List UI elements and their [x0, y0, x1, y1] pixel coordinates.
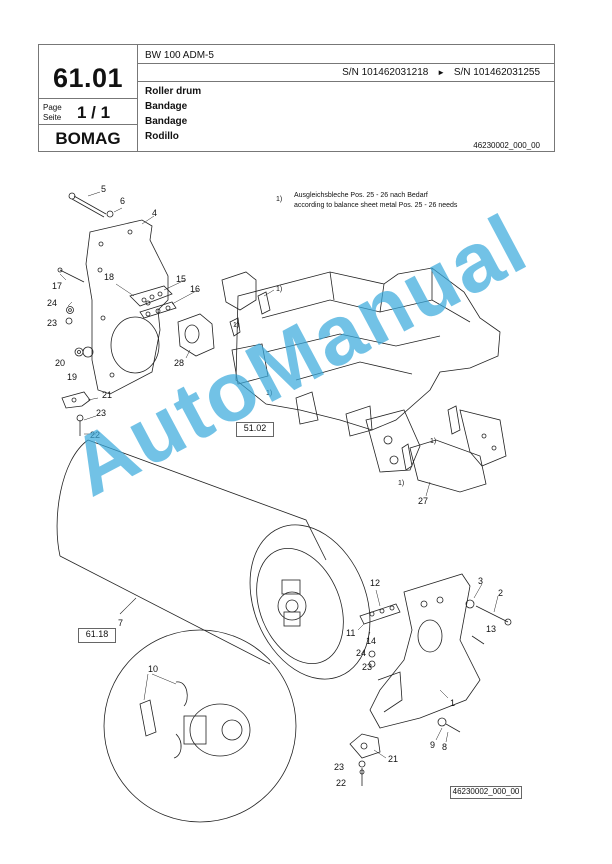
divider [137, 63, 554, 64]
shim-note-5: 1) [430, 438, 437, 445]
callout-6: 6 [120, 196, 126, 206]
callout-23b: 23 [96, 408, 107, 418]
drawing-code: 46230002_000_00 [473, 141, 540, 150]
note-english: according to balance sheet metal Pos. 25… [294, 202, 458, 209]
serial-to: S/N 101462031255 [453, 67, 540, 78]
callout-23: 23 [47, 318, 58, 328]
callout-23c: 23 [362, 662, 373, 672]
callout-28: 28 [174, 358, 185, 368]
callout-22: 22 [90, 430, 101, 440]
divider [39, 124, 137, 125]
callout-14: 14 [366, 636, 377, 646]
page-label: Seite [43, 113, 62, 122]
callout-1: 1 [450, 698, 456, 708]
callout-24: 24 [47, 298, 58, 308]
note-german: Ausgleichsbleche Pos. 25 - 26 nach Bedar… [294, 192, 428, 199]
description-en: Roller drum [145, 86, 202, 97]
callout-2: 2 [498, 588, 504, 598]
callout-9: 9 [430, 740, 436, 750]
shim-note-3: 1) [266, 390, 273, 397]
shim-note-4: 1) [398, 480, 405, 487]
ref-box-drawing: 46230002_000_00 [450, 786, 522, 799]
note-marker: 1) [276, 196, 283, 203]
brand-text: BOMAG [55, 129, 120, 147]
description-de: Bandage [145, 101, 188, 112]
callout-23d: 23 [334, 762, 345, 772]
callout-4: 4 [152, 208, 158, 218]
callout-15: 15 [176, 274, 187, 284]
divider [137, 45, 138, 151]
callout-22b: 22 [336, 778, 347, 788]
bomag-logo: BOMAG [45, 129, 131, 147]
callout-27: 27 [418, 496, 429, 506]
serial-range: S/N 101462031218 ► S/N 101462031255 [342, 67, 540, 78]
callout-18: 18 [104, 272, 115, 282]
shim-note-1: 1) [276, 286, 283, 293]
callout-13: 13 [486, 624, 497, 634]
callout-10: 10 [148, 664, 159, 674]
title-block: 61.01 BW 100 ADM-5 S/N 101462031218 ► S/… [38, 44, 555, 152]
callout-16: 16 [190, 284, 201, 294]
callout-20: 20 [55, 358, 66, 368]
callout-12: 12 [370, 578, 381, 588]
serial-from: S/N 101462031218 [342, 67, 429, 78]
ref-box-51-02: 51.02 [236, 422, 274, 437]
callout-24b: 24 [356, 648, 367, 658]
page-label: Page [43, 103, 62, 112]
callout-3: 3 [478, 576, 484, 586]
shim-note-2: 1) [233, 322, 240, 329]
arrow-icon: ► [437, 68, 446, 77]
callout-19: 19 [67, 372, 78, 382]
description-es: Rodillo [145, 131, 179, 142]
description-fr: Bandage [145, 116, 188, 127]
callout-11: 11 [346, 628, 356, 638]
divider [137, 81, 554, 82]
model-name: BW 100 ADM-5 [145, 50, 214, 61]
callout-5: 5 [101, 184, 107, 194]
callout-8: 8 [442, 742, 448, 752]
ref-box-61-18: 61.18 [78, 628, 116, 643]
callout-17: 17 [52, 281, 63, 291]
page-value: 1 / 1 [77, 103, 111, 122]
page-title: 61.01 [52, 63, 124, 93]
callout-21b: 21 [388, 754, 399, 764]
callout-21: 21 [102, 390, 113, 400]
callout-7: 7 [118, 618, 124, 628]
divider [39, 98, 137, 99]
